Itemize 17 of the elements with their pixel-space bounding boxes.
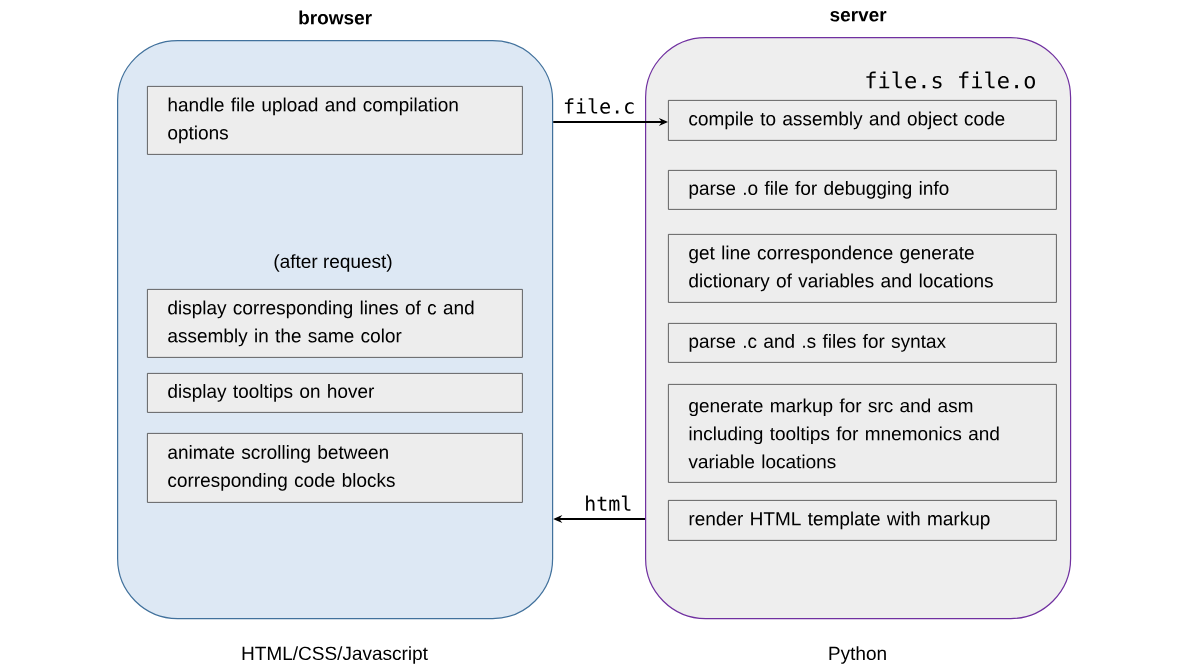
process-box: get line correspondence generate dictionary of variables and locations	[668, 234, 1057, 303]
node-label: Python	[829, 646, 886, 664]
node-label: HTML/CSS/Javascript	[242, 646, 428, 664]
process-box: parse .o file for debugging info	[668, 170, 1057, 210]
process-box: display tooltips on hover	[147, 373, 523, 413]
node-label: browser	[299, 10, 372, 25]
label: (after request)	[274, 254, 392, 272]
process-box: display corresponding lines of c and assembly in the same color	[147, 289, 523, 358]
edge-label: html	[586, 495, 631, 511]
process-box: render HTML template with markup	[668, 500, 1057, 541]
process-box: parse .c and .s files for syntax	[668, 323, 1057, 363]
process-box: generate markup for src and asm including tooltips for mnemonics and variable locations	[668, 384, 1057, 483]
process-box: compile to assembly and object code	[668, 100, 1057, 141]
process-box: animate scrolling between corresponding code blocks	[147, 433, 523, 503]
edge-label: file.c	[564, 98, 634, 114]
process-box: handle file upload and compilation options	[147, 86, 523, 155]
node-label: server	[830, 11, 887, 22]
